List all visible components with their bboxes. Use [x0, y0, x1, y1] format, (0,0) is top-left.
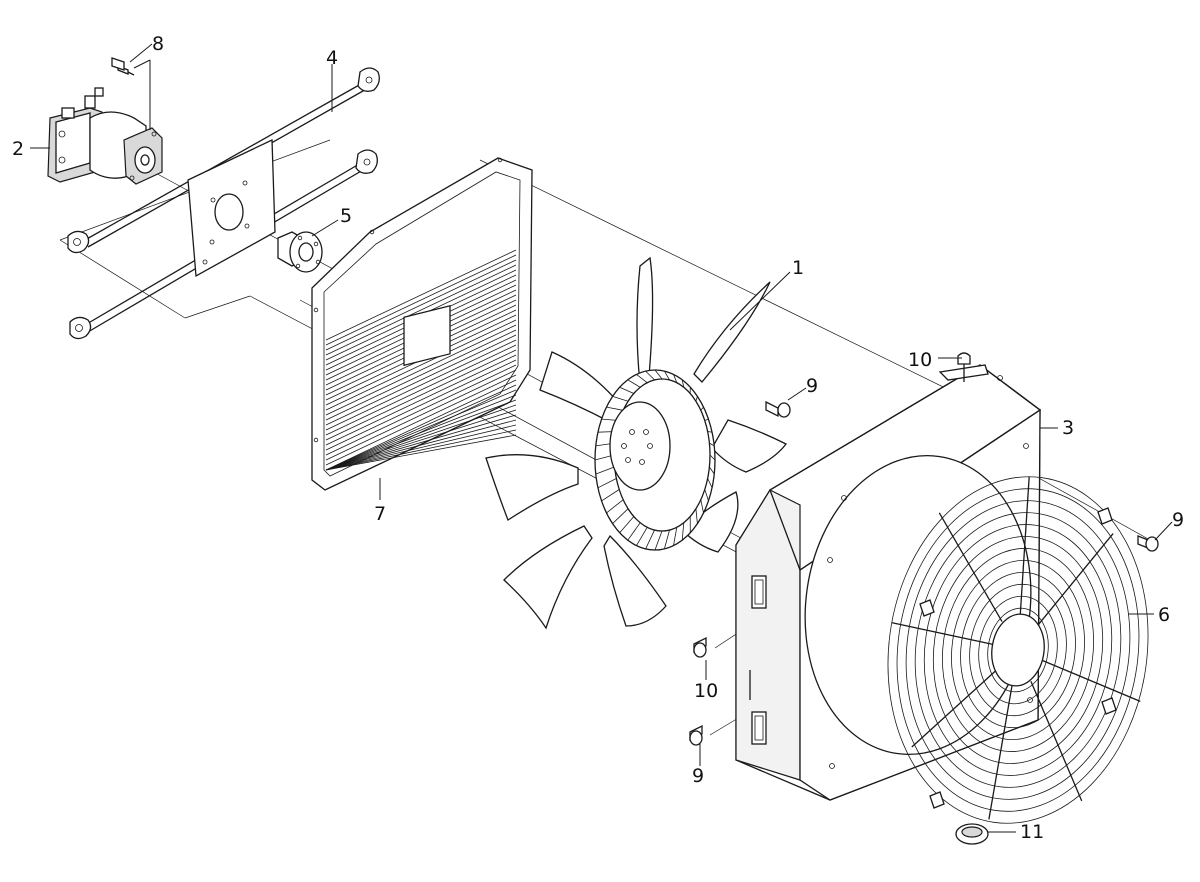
- leader-lines: [30, 43, 1173, 833]
- fan-assembly: [485, 256, 787, 630]
- fan-cage-slats: [594, 369, 716, 551]
- callout-3: 3: [1062, 417, 1074, 439]
- callout-9-fan: 9: [806, 375, 818, 397]
- callout-7: 7: [374, 503, 386, 525]
- callout-8: 8: [152, 33, 164, 55]
- callout-4: 4: [326, 47, 338, 69]
- callout-5: 5: [340, 205, 352, 227]
- fan-guard: [887, 476, 1149, 824]
- grommet: [955, 823, 989, 845]
- callout-9-bottom: 9: [692, 765, 704, 787]
- hydraulic-motor: [47, 59, 163, 185]
- fan-shroud-grille: [311, 157, 533, 491]
- flange-hub: [277, 231, 323, 273]
- mounting-plate: [187, 138, 276, 278]
- callout-2: 2: [12, 138, 24, 160]
- callout-1: 1: [792, 257, 804, 279]
- bolts: [111, 57, 1159, 746]
- callout-10-bottom: 10: [694, 680, 718, 702]
- callout-labels: 8 4 2 5 1 10 9 3 7 9 6 10 9 11: [12, 33, 1184, 843]
- callout-11: 11: [1020, 821, 1044, 843]
- guard-spokes: [891, 476, 1141, 820]
- callout-6: 6: [1158, 604, 1170, 626]
- callout-10-top: 10: [908, 349, 932, 371]
- guard-rings: [887, 476, 1149, 824]
- callout-9-right: 9: [1172, 509, 1184, 531]
- cooler-housing: [735, 364, 1042, 801]
